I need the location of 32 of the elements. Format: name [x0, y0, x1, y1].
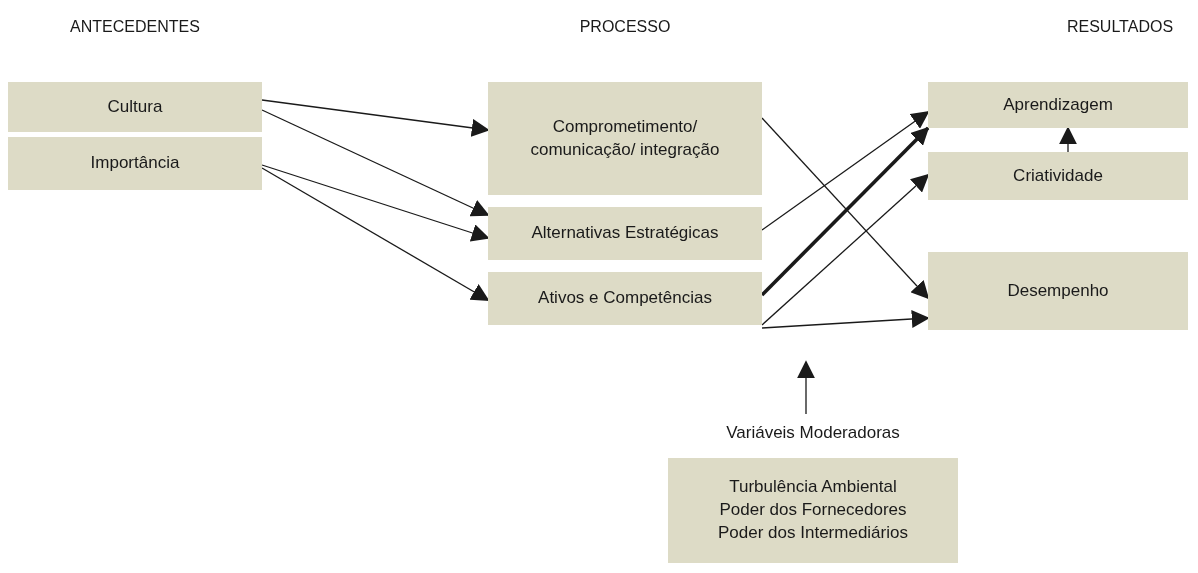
process-box	[8, 82, 262, 132]
arrow	[261, 109, 490, 217]
arrow	[1059, 126, 1077, 153]
process-box	[928, 252, 1188, 330]
box-text: Poder dos Fornecedores	[719, 499, 907, 522]
process-box	[488, 272, 762, 325]
box-text: Ativos e Competências	[538, 287, 712, 310]
box-text: Comprometimento/ comunicação/ integração	[529, 115, 721, 161]
arrow	[261, 164, 490, 242]
process-box	[928, 82, 1188, 128]
arrow	[761, 173, 930, 326]
process-box	[928, 152, 1188, 200]
box-text: Desempenho	[1007, 279, 1109, 302]
process-box	[8, 137, 262, 190]
box-text: Alternativas Estratégicas	[531, 222, 719, 245]
arrow	[261, 99, 490, 137]
box-text: Cultura	[107, 95, 163, 118]
arrow	[261, 167, 490, 301]
arrow	[761, 310, 930, 329]
box-text: Turbulência Ambiental	[729, 476, 897, 499]
box-text: Importância	[90, 152, 180, 175]
column-heading: PROCESSO	[578, 18, 672, 36]
box-text: Poder dos Intermediários	[718, 521, 908, 544]
process-box	[488, 207, 762, 260]
arrow	[761, 110, 930, 231]
column-heading: RESULTADOS	[1065, 18, 1175, 36]
box-text: Aprendizagem	[1003, 93, 1113, 116]
column-heading: ANTECEDENTES	[69, 18, 201, 36]
arrow	[797, 360, 815, 415]
process-box	[488, 82, 762, 195]
box-text: Criatividade	[1013, 164, 1103, 187]
box-heading: Variáveis Moderadoras	[725, 422, 901, 444]
